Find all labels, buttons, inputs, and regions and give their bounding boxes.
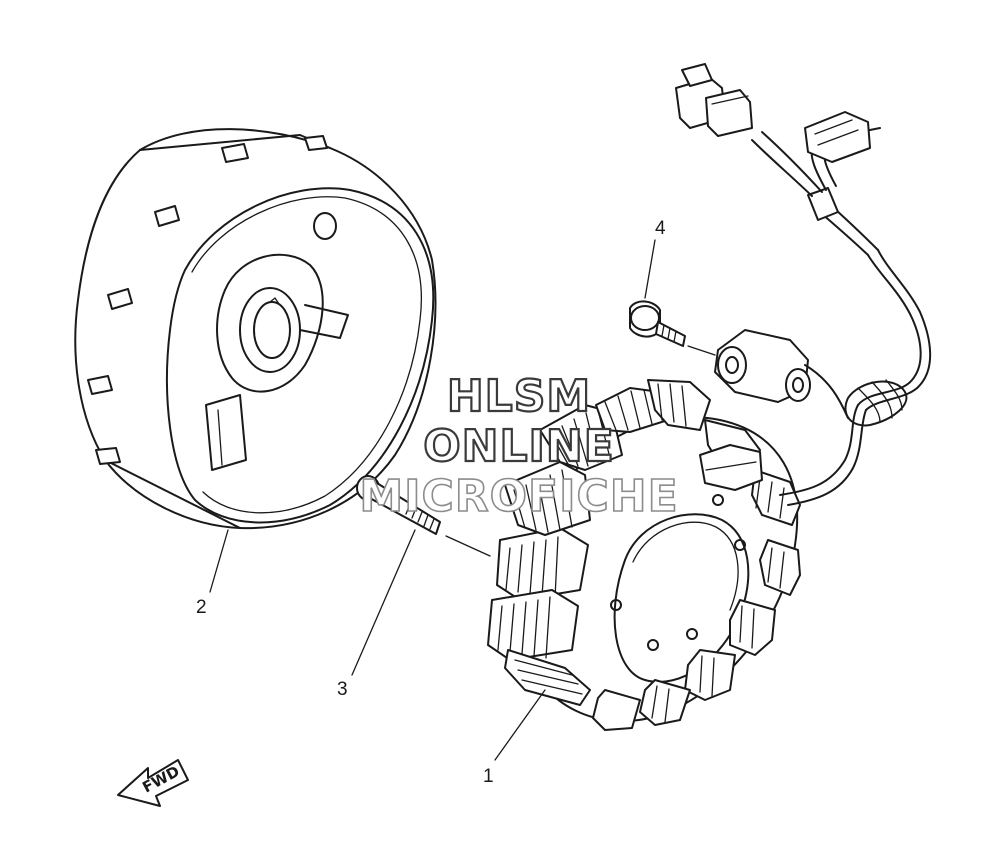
callout-3: 3 [337, 679, 348, 700]
leader-2 [209, 529, 229, 593]
stator-bolt [356, 475, 441, 535]
stator-assembly [487, 379, 867, 731]
wiring-harness [675, 63, 932, 427]
leader-3 [351, 529, 416, 676]
callout-2: 2 [196, 597, 207, 618]
watermark-line-2: ONLINE [423, 421, 615, 472]
leader-lines [209, 239, 716, 761]
watermark: HLSM ONLINE MICROFICHE [359, 370, 679, 523]
leader-4 [644, 239, 656, 299]
wire-clamp [714, 329, 849, 419]
watermark-line-3: MICROFICHE [359, 471, 678, 522]
clamp-screw [629, 300, 686, 347]
callout-1: 1 [483, 766, 494, 787]
fwd-arrow-icon: FWD [117, 759, 189, 807]
watermark-line-1: HLSM [447, 371, 591, 422]
rotor-flywheel [74, 128, 437, 530]
callout-4: 4 [655, 218, 666, 239]
leader-1 [494, 689, 546, 761]
